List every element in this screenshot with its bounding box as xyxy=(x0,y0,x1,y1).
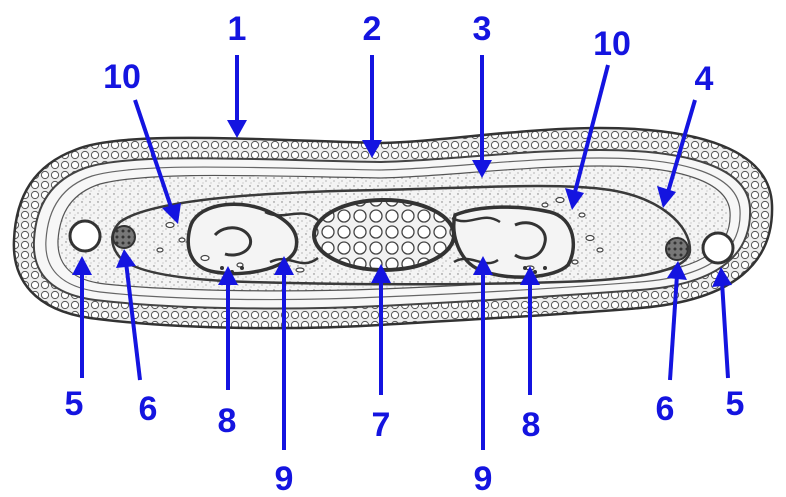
label-9-left: 9 xyxy=(275,460,294,497)
label-5-left: 5 xyxy=(65,385,84,423)
label-10-right: 10 xyxy=(593,25,631,63)
label-7: 7 xyxy=(372,406,391,444)
label-4: 4 xyxy=(695,60,714,98)
label-3: 3 xyxy=(473,10,492,48)
label-6-left: 6 xyxy=(139,390,158,428)
intestine xyxy=(314,200,454,270)
label-8-left: 8 xyxy=(218,402,237,440)
excretory-canal-right xyxy=(703,233,733,263)
label-2: 2 xyxy=(363,10,382,48)
label-9-right: 9 xyxy=(474,460,493,497)
label-8-right: 8 xyxy=(522,406,541,444)
lateral-cord-right xyxy=(666,238,688,260)
lateral-cord-left xyxy=(113,226,135,248)
excretory-canal-left xyxy=(70,221,100,251)
label-6-right: 6 xyxy=(656,390,675,428)
label-1: 1 xyxy=(228,10,247,48)
arrowhead-1 xyxy=(227,120,247,138)
label-5-right: 5 xyxy=(726,385,745,423)
uterus-right xyxy=(454,207,574,277)
label-10-left: 10 xyxy=(103,58,141,96)
arrow-5-right xyxy=(722,282,728,378)
